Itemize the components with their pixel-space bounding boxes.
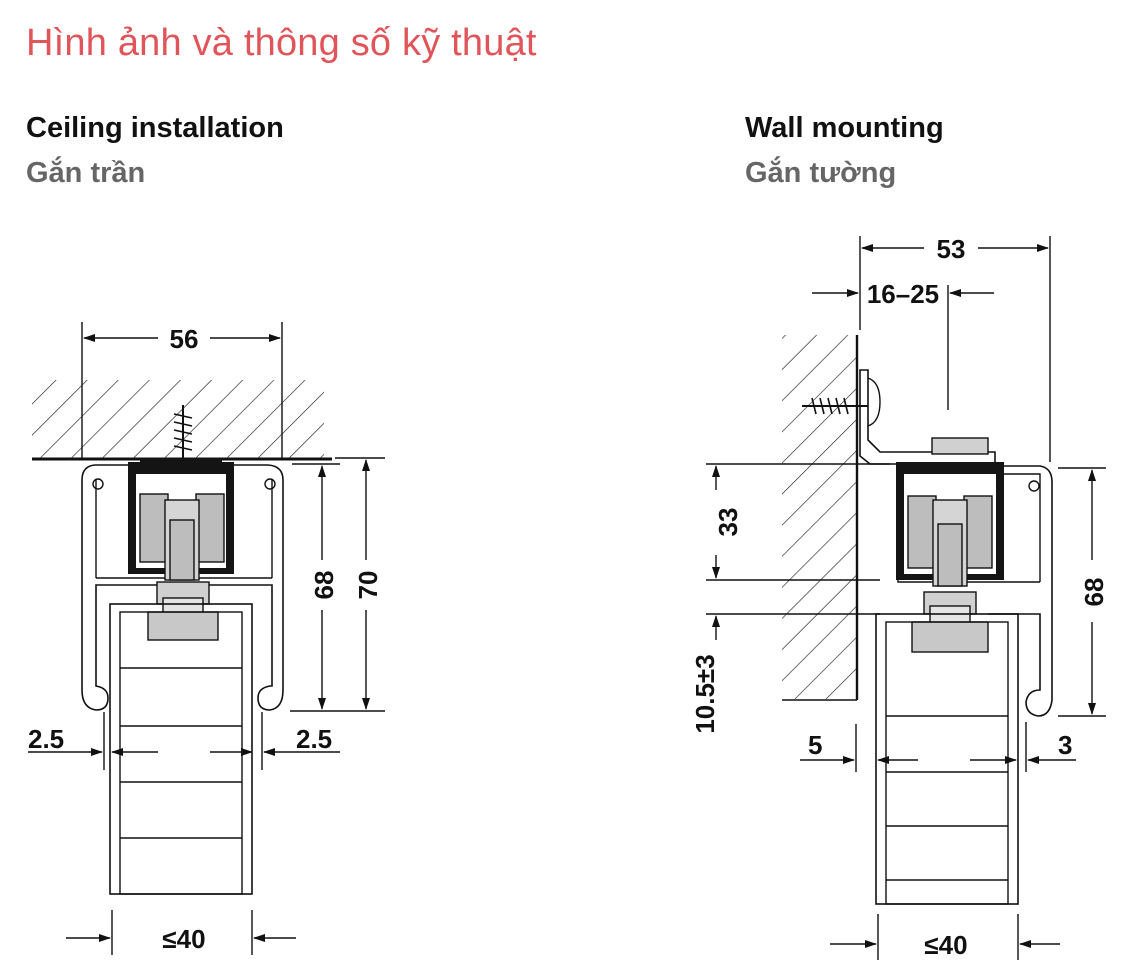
ceiling-dim-gap-right: 2.5 — [296, 724, 332, 754]
wall-dim-top-height: 33 — [713, 508, 743, 537]
wall-dim-height: 68 — [1079, 578, 1109, 607]
wall-subheading: Gắn tường — [745, 157, 897, 189]
rail-profile — [898, 465, 1053, 717]
wall-dim-door-thickness: ≤40 — [924, 930, 967, 960]
wall-dim-offset: 16–25 — [867, 279, 939, 309]
ceiling-dim-gap-left: 2.5 — [28, 724, 64, 754]
ceiling-dim-door-thickness: ≤40 — [162, 924, 205, 954]
wall-dim-width: 53 — [937, 234, 966, 264]
door-panel — [109, 603, 253, 895]
wall-dim-gap-right: 3 — [1058, 730, 1072, 760]
door-panel — [875, 613, 1019, 905]
wall-dim-bottom-gap: 10.5±3 — [690, 654, 720, 733]
ceiling-hatch — [32, 380, 324, 458]
ceiling-heading: Ceiling installation — [26, 112, 284, 144]
ceiling-subheading: Gắn trần — [26, 157, 146, 189]
wall-bracket — [859, 369, 996, 465]
ceiling-dim-height-inner: 68 — [309, 571, 339, 600]
screw-icon — [802, 397, 868, 415]
ceiling-dim-height-outer: 70 — [353, 571, 383, 600]
wall-hatch — [782, 335, 856, 699]
door-clip — [911, 621, 989, 653]
ceiling-dim-width: 56 — [170, 324, 199, 354]
door-clip — [147, 611, 219, 641]
ceiling-diagram — [28, 322, 385, 955]
wall-heading: Wall mounting — [745, 112, 944, 144]
rail-profile — [81, 464, 284, 711]
page-title: Hình ảnh và thông số kỹ thuật — [26, 22, 537, 64]
wall-dim-gap-left: 5 — [808, 730, 822, 760]
wall-diagram — [706, 236, 1106, 960]
screw-icon — [173, 405, 193, 462]
